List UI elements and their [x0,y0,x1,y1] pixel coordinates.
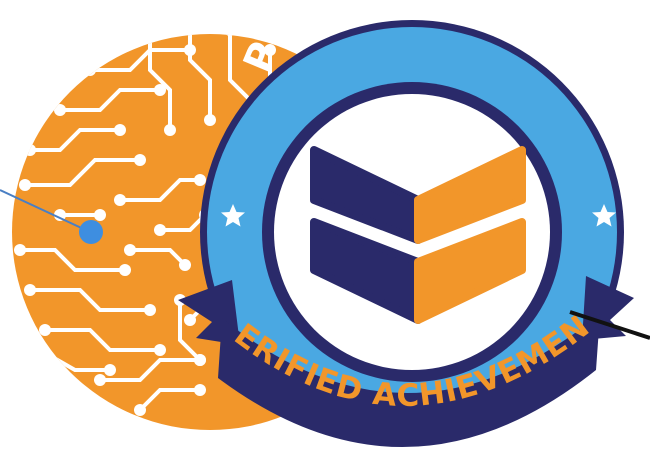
circuit-trace [43,328,162,352]
circuit-node [184,19,196,31]
circuit-trace [98,358,202,382]
pointer-dot [79,220,103,244]
circuit-node [24,144,36,156]
circuit-node [194,174,206,186]
circuit-node [104,364,116,376]
circuit-node [39,324,51,336]
circuit-node [134,404,146,416]
circuit-node [154,224,166,236]
circuit-node [194,384,206,396]
circuit-trace [88,48,192,72]
circuit-node [164,124,176,136]
circuit-node [14,244,26,256]
pointer-line-right [569,310,650,340]
circuit-trace [18,248,127,272]
circuit-node [54,209,66,221]
circuit-node [84,64,96,76]
circuit-trace [23,158,142,187]
circuit-trace [128,248,187,267]
circuit-node [19,179,31,191]
circuit-node [264,44,276,56]
circuit-node [224,34,236,36]
circuit-trace [58,88,162,112]
circuit-node [119,264,131,276]
circuit-node [184,314,196,326]
circuit-node [34,344,46,356]
circuit-trace [28,288,152,312]
circuit-trace [138,388,202,412]
circuit-node [134,154,146,166]
circuit-trace [188,34,212,122]
circuit-node [179,259,191,271]
star-icon [221,204,245,227]
shield-chest-icon [310,146,526,324]
circuit-node [114,124,126,136]
star-icon [592,204,616,227]
circuit-node [184,44,196,56]
circuit-trace [178,298,202,362]
circuit-trace [118,178,202,202]
circuit-node [204,114,216,126]
circuit-node [24,284,36,296]
circuit-node [124,244,136,256]
circuit-trace [28,128,122,152]
circuit-node [144,34,156,36]
circuit-trace [158,213,207,232]
circuit-node [194,354,206,366]
circuit-node [144,304,156,316]
circuit-node [154,84,166,96]
circuit-node [94,209,106,221]
circuit-node [94,374,106,386]
circuit-trace [148,34,172,132]
pointer-line [0,189,91,233]
circuit-node [154,344,166,356]
circuit-node [114,194,126,206]
circuit-node [54,104,66,116]
ribbon [178,276,634,448]
